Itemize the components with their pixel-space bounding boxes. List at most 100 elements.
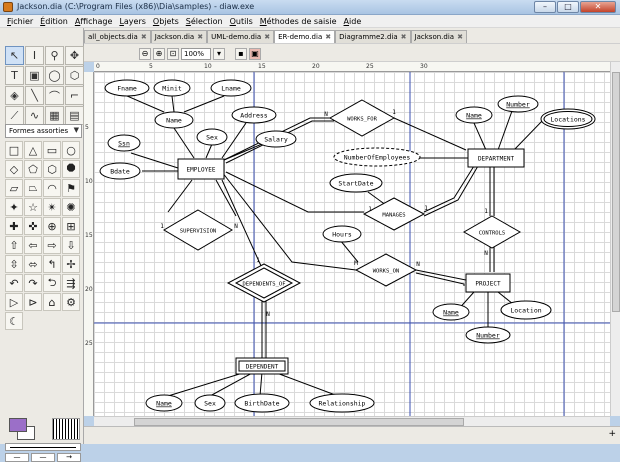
diamond-shape-icon[interactable]: ◇ xyxy=(5,160,23,178)
attr-name[interactable] xyxy=(154,111,194,129)
arrow-curve-left-shape-icon[interactable]: ↶ xyxy=(5,274,23,292)
cross-shape-icon[interactable]: ✚ xyxy=(5,217,23,235)
entity-department[interactable] xyxy=(467,148,525,168)
pentagon-shape-icon[interactable]: ⬠ xyxy=(24,160,42,178)
arrow-left-shape-icon[interactable]: ⇦ xyxy=(24,236,42,254)
attr-dept-number[interactable] xyxy=(497,95,539,113)
maximize-button[interactable]: □ xyxy=(557,1,579,13)
scroll-tool-icon[interactable]: ✥ xyxy=(65,46,84,65)
zigzag-tool-icon[interactable]: ⌐ xyxy=(65,86,84,105)
zoom-fit-icon[interactable]: ⊡ xyxy=(167,48,179,60)
arrow-leftright-shape-icon[interactable]: ⬄ xyxy=(24,255,42,273)
sheet-selector[interactable]: Formes assorties ▼ xyxy=(5,124,82,138)
arrow-up-shape-icon[interactable]: ⇧ xyxy=(5,236,23,254)
rel-controls[interactable] xyxy=(462,215,522,249)
menu-fichier[interactable]: Fichier xyxy=(7,16,34,26)
callout-shape-icon[interactable]: ▷ xyxy=(5,293,23,311)
attr-minit[interactable] xyxy=(153,79,191,97)
line-tool-icon[interactable]: ╲ xyxy=(25,86,44,105)
antialias-toggle-icon[interactable]: ▣ xyxy=(249,48,261,60)
plus-shape-icon[interactable]: ✜ xyxy=(24,217,42,235)
horizontal-scrollbar[interactable] xyxy=(94,416,610,426)
zoom-in-icon[interactable]: ⊕ xyxy=(153,48,165,60)
entity-employee[interactable] xyxy=(177,158,225,180)
attr-startdate[interactable] xyxy=(329,173,383,193)
bezier-tool-icon[interactable]: ∿ xyxy=(25,106,44,125)
arrow-quad-shape-icon[interactable]: ✢ xyxy=(62,255,80,273)
attr-lname[interactable] xyxy=(210,79,252,97)
flag-shape-icon[interactable]: ⚑ xyxy=(62,179,80,197)
zoom-out-icon[interactable]: ⊖ xyxy=(139,48,151,60)
close-icon[interactable]: ✖ xyxy=(325,33,332,41)
close-icon[interactable]: ✖ xyxy=(400,33,407,41)
attr-num-employees[interactable] xyxy=(333,147,421,167)
attr-fname[interactable] xyxy=(104,79,150,97)
tab-diagramme2[interactable]: Diagramme2.dia✖ xyxy=(335,30,411,43)
end-arrow-selector[interactable]: → xyxy=(57,453,81,462)
menu-methodes[interactable]: Méthodes de saisie xyxy=(259,16,337,26)
line-style-selector[interactable] xyxy=(5,443,81,451)
arrow-curve-right-shape-icon[interactable]: ↷ xyxy=(24,274,42,292)
attr-ssn[interactable] xyxy=(107,134,141,152)
start-arrow-selector[interactable]: — xyxy=(5,453,29,462)
half-circle-shape-icon[interactable]: ◠ xyxy=(43,179,61,197)
rel-supervision[interactable] xyxy=(163,209,233,251)
text-tool-icon[interactable]: T xyxy=(5,66,24,85)
beziergon-tool-icon[interactable]: ◈ xyxy=(5,86,24,105)
line-dash-selector[interactable]: — xyxy=(31,453,55,462)
menu-selection[interactable]: Sélection xyxy=(185,16,223,26)
box-cross-shape-icon[interactable]: ⊞ xyxy=(62,217,80,235)
rectangle-shape-icon[interactable]: ▭ xyxy=(43,141,61,159)
vertical-scroll-thumb[interactable] xyxy=(612,72,620,312)
attr-dept-name[interactable] xyxy=(455,106,493,124)
trapezoid-shape-icon[interactable]: ⏢ xyxy=(24,179,42,197)
close-icon[interactable]: ✖ xyxy=(197,33,204,41)
arrow-triple-shape-icon[interactable]: ⇶ xyxy=(62,274,80,292)
arc-tool-icon[interactable]: ⌒ xyxy=(45,86,64,105)
gear-shape-icon[interactable]: ⚙ xyxy=(62,293,80,311)
chevron-shape-icon[interactable]: ⊳ xyxy=(24,293,42,311)
entity-project[interactable] xyxy=(465,273,511,293)
ellipse-tool-icon[interactable]: ◯ xyxy=(45,66,64,85)
menu-layers[interactable]: Layers xyxy=(119,16,146,26)
pentagon-arrow-shape-icon[interactable]: ⌂ xyxy=(43,293,61,311)
minimize-button[interactable]: – xyxy=(534,1,556,13)
attr-address[interactable] xyxy=(231,106,277,124)
close-button[interactable]: ✕ xyxy=(580,1,616,13)
attr-relationship[interactable] xyxy=(309,393,375,413)
star5-shape-icon[interactable]: ☆ xyxy=(24,198,42,216)
attr-dep-name[interactable] xyxy=(145,394,183,412)
rel-works-for[interactable] xyxy=(328,99,396,137)
close-icon[interactable]: ✖ xyxy=(457,33,463,41)
image-tool-icon[interactable]: ▦ xyxy=(45,106,64,125)
attr-hours[interactable] xyxy=(322,225,362,243)
pointer-tool-icon[interactable]: ↖ xyxy=(5,46,24,65)
menu-outils[interactable]: Outils xyxy=(229,16,253,26)
attr-salary[interactable] xyxy=(255,130,297,148)
arrow-right-shape-icon[interactable]: ⇨ xyxy=(43,236,61,254)
tab-jackson-2[interactable]: Jackson.dia✖ xyxy=(410,30,467,43)
zoom-level-input[interactable]: 100% xyxy=(181,48,211,60)
star8-shape-icon[interactable]: ✴ xyxy=(43,198,61,216)
menu-objets[interactable]: Objets xyxy=(152,16,179,26)
menu-aide[interactable]: Aide xyxy=(343,16,362,26)
attr-birthdate[interactable] xyxy=(234,393,290,413)
zoom-plus-icon[interactable]: + xyxy=(608,429,616,439)
rel-works-on[interactable] xyxy=(354,253,418,287)
magnify-tool-icon[interactable]: ⚲ xyxy=(45,46,64,65)
rel-manages[interactable] xyxy=(362,197,426,231)
arrow-bent-shape-icon[interactable]: ↰ xyxy=(43,255,61,273)
menu-edition[interactable]: Édition xyxy=(40,16,68,26)
arrow-uturn-shape-icon[interactable]: ⮌ xyxy=(43,274,61,292)
foreground-color-swatch[interactable] xyxy=(9,418,27,432)
close-icon[interactable]: ✖ xyxy=(264,33,271,41)
square-shape-icon[interactable]: □ xyxy=(5,141,23,159)
tab-jackson[interactable]: Jackson.dia✖ xyxy=(150,30,208,43)
octagon-shape-icon[interactable]: ⯃ xyxy=(62,160,80,178)
circle-shape-icon[interactable]: ○ xyxy=(62,141,80,159)
polygon-tool-icon[interactable]: ⬡ xyxy=(65,66,84,85)
attr-sex[interactable] xyxy=(196,128,228,146)
box-tool-icon[interactable]: ▣ xyxy=(25,66,44,85)
parallelogram-shape-icon[interactable]: ▱ xyxy=(5,179,23,197)
menu-affichage[interactable]: Affichage xyxy=(74,16,113,26)
